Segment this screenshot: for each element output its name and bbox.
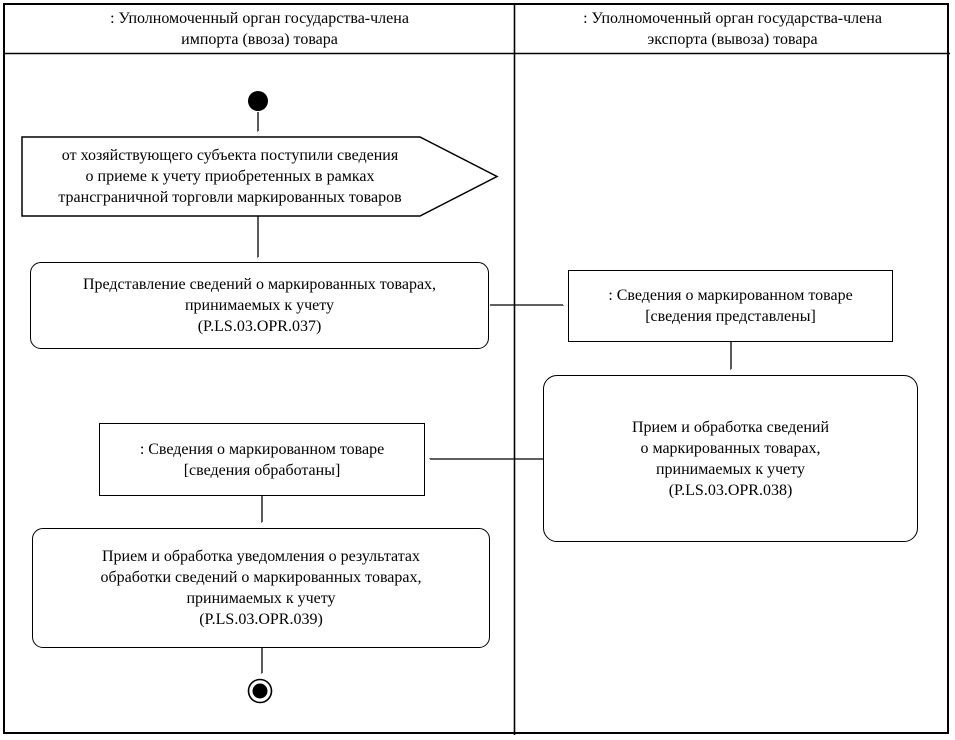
lane-header-import: : Уполномоченный орган государства-члена… <box>5 5 514 53</box>
action-text-line: принимаемых к учету <box>655 460 806 478</box>
object-text-line: [сведения представлены] <box>645 308 816 325</box>
object-node-presented: : Сведения о маркированном товаре [сведе… <box>568 270 893 342</box>
signal-text-line: от хозяйствующего субъекта поступили све… <box>61 147 399 164</box>
lane-title-line: импорта (ввоза) товара <box>181 31 338 48</box>
action-opr-038: Прием и обработка сведений о маркированн… <box>543 375 918 542</box>
action-text-line: принимаемых к учету <box>184 297 335 314</box>
action-text-line: о маркированных товарах, <box>640 439 821 457</box>
lane-title-line: : Уполномоченный орган государства-члена <box>583 10 882 27</box>
accept-event-signal: от хозяйствующего субъекта поступили све… <box>28 137 432 216</box>
signal-text-line: о приеме к учету приобретенных в рамках <box>85 168 375 185</box>
action-text-line: Прием и обработка сведений <box>631 418 830 436</box>
action-text-line: (P.LS.03.OPR.038) <box>668 481 793 499</box>
object-text-line: [сведения обработаны] <box>183 461 341 479</box>
action-text-line: Представление сведений о маркированных т… <box>82 276 437 293</box>
signal-text-line: трансграничной торговли маркированных то… <box>58 189 402 206</box>
final-node-core <box>252 683 268 699</box>
accept-event-shape <box>21 136 499 217</box>
lane-header-export: : Уполномоченный орган государства-члена… <box>515 5 950 53</box>
action-opr-039: Прием и обработка уведомления о результа… <box>32 528 490 648</box>
action-text-line: обработки сведений о маркированных товар… <box>100 569 422 586</box>
action-text-line: принимаемых к учету <box>186 590 336 607</box>
action-text-line: (P.LS.03.OPR.039) <box>199 611 323 628</box>
lane-title-line: : Уполномоченный орган государства-члена <box>110 10 409 27</box>
object-text-line: : Сведения о маркированном товаре <box>608 287 853 304</box>
action-text-line: (P.LS.03.OPR.037) <box>197 318 322 335</box>
object-node-processed: : Сведения о маркированном товаре [сведе… <box>99 423 425 496</box>
object-text-line: : Сведения о маркированном товаре <box>139 440 385 458</box>
lane-title-line: экспорта (вывоза) товара <box>647 31 818 48</box>
initial-node <box>248 91 268 111</box>
action-opr-037: Представление сведений о маркированных т… <box>30 262 489 349</box>
action-text-line: Прием и обработка уведомления о результа… <box>102 548 420 565</box>
